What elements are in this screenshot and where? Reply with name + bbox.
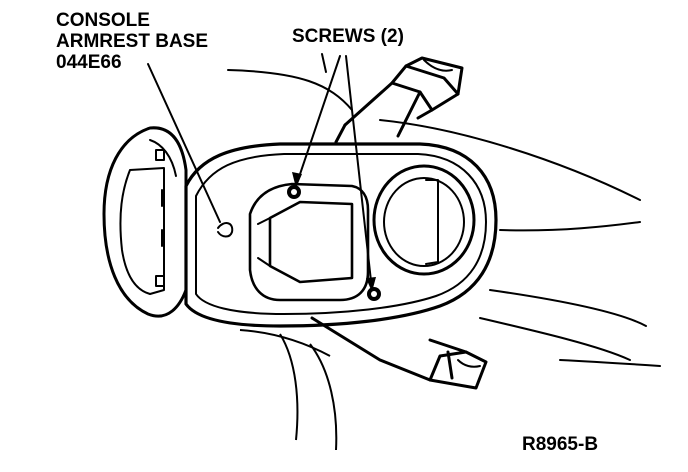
console-label-line-2: ARMREST BASE <box>56 31 209 52</box>
screws-label: SCREWS (2) <box>292 26 404 47</box>
seat-right-base-line <box>479 317 631 361</box>
cup-holder <box>372 164 476 276</box>
console-armrest-base-label: CONSOLE ARMREST BASE 044E66 <box>56 10 208 73</box>
console-label-line-3: 044E66 <box>56 52 122 73</box>
figure-code: R8965-B <box>522 434 599 455</box>
console-label-line-1: CONSOLE <box>56 10 150 31</box>
screw-lower <box>367 287 381 301</box>
seat-right-upper-line <box>379 119 641 201</box>
screw-leader-stub <box>321 53 327 73</box>
center-opening <box>248 182 370 302</box>
armrest-base-tub <box>184 142 498 328</box>
lower-drape-lines <box>239 329 338 451</box>
screw-upper <box>287 185 301 199</box>
lower-bracket <box>310 316 488 390</box>
floor-line <box>559 359 661 367</box>
console-leader-line <box>147 63 221 223</box>
screw-arrowhead-2 <box>366 277 376 292</box>
screw-leader-line-1 <box>295 55 341 187</box>
upper-bracket <box>334 56 464 144</box>
seat-upper-contour <box>227 69 353 111</box>
armrest-lid <box>102 126 188 318</box>
seat-right-mid-line <box>499 221 641 232</box>
seat-right-lower-line <box>489 289 647 327</box>
screw-leader-line-2 <box>345 55 373 291</box>
screw-arrowhead-1 <box>292 172 302 188</box>
console-detail-hook <box>217 222 234 238</box>
